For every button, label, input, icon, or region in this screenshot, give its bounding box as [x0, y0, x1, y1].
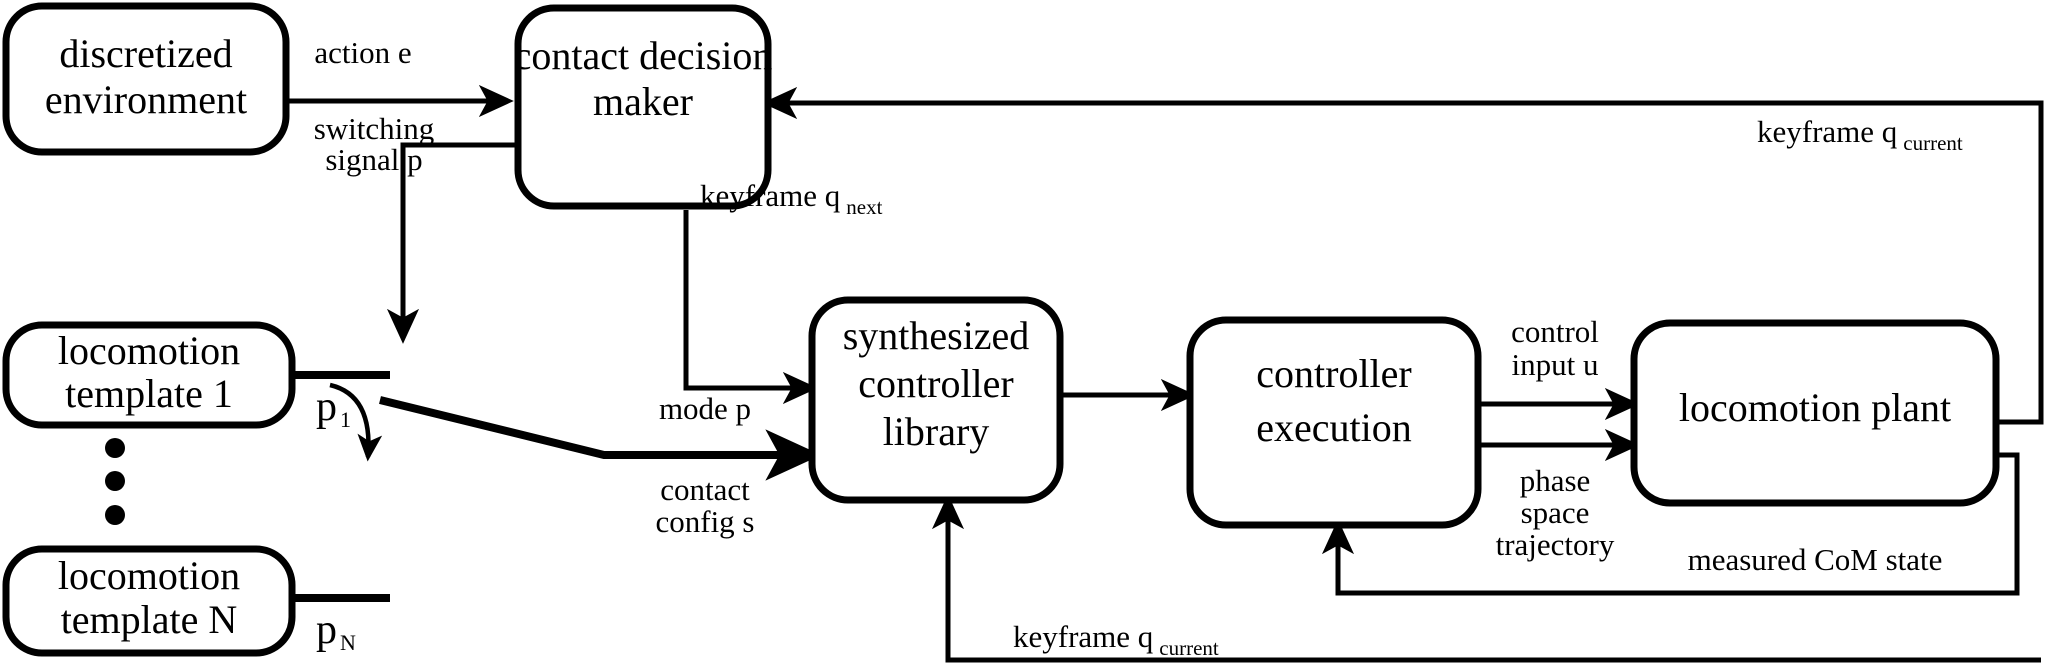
svg-text:pN: pN — [316, 607, 356, 655]
edge-label-switching-signal-line1: switching — [314, 111, 435, 146]
node-controller-execution-label-line2: execution — [1256, 405, 1412, 450]
svg-text:p1: p1 — [316, 384, 351, 432]
node-locomotion-template-1-box — [2, 321, 296, 429]
node-controller-execution-box — [1186, 316, 1482, 529]
node-synthesized-controller-library-label-line1: synthesized — [843, 313, 1030, 358]
node-contact-decision-maker-label-line1: contact decision — [514, 33, 773, 78]
node-contact-decision-maker[interactable]: contact decision maker — [514, 4, 773, 210]
keyframe-q-current-top-main: keyframe q — [1757, 114, 1897, 149]
keyframe-q-current-top-sub: current — [1903, 131, 1963, 155]
node-locomotion-template-n-label-line1: locomotion — [58, 553, 240, 598]
edge-keyframe-q-next — [683, 210, 818, 405]
node-locomotion-plant[interactable]: locomotion plant — [1630, 319, 2000, 507]
edge-keyframe-q-current-top — [762, 86, 2044, 425]
edge-switching-signal — [386, 142, 518, 344]
keyframe-q-next-main: keyframe q — [700, 178, 840, 213]
keyframe-q-current-bottom-sub: current — [1159, 636, 1219, 660]
edge-label-control-input-line1: control — [1511, 314, 1599, 349]
node-locomotion-template-n-label-line2: template N — [61, 597, 238, 642]
node-discretized-environment-label-line1: discretized — [59, 31, 232, 76]
node-locomotion-template-1-label-line1: locomotion — [58, 328, 240, 373]
switch-curve-arrow-icon — [329, 382, 383, 462]
keyframe-q-next-sub: next — [846, 195, 882, 219]
edge-label-switching-signal-line2: signal p — [325, 142, 422, 177]
edge-label-action-e: action e — [314, 35, 411, 70]
node-discretized-environment[interactable]: discretized environment — [2, 2, 290, 156]
node-synthesized-controller-library-label-line3: library — [883, 409, 990, 454]
ellipsis-dot — [105, 505, 125, 525]
edge-keyframe-q-current-bottom — [931, 494, 2041, 663]
keyframe-q-current-bottom-main: keyframe q — [1013, 619, 1153, 654]
ellipsis-dot — [105, 471, 125, 491]
node-controller-execution-label-line1: controller — [1256, 351, 1412, 396]
node-synthesized-controller-library[interactable]: synthesized controller library — [808, 296, 1064, 504]
node-synthesized-controller-library-label-line2: controller — [858, 361, 1014, 406]
edge-label-contact-config-line1: contact — [660, 472, 750, 507]
node-contact-decision-maker-label-line2: maker — [593, 79, 693, 124]
edge-mode-p-contact-config — [379, 396, 822, 481]
node-synthesized-controller-library-box — [808, 296, 1064, 504]
edge-measured-com-state — [1321, 452, 2020, 596]
node-discretized-environment-box — [2, 2, 290, 156]
node-locomotion-plant-label: locomotion plant — [1679, 385, 1951, 430]
port-p1-sub: 1 — [340, 407, 351, 432]
port-p1-main: p — [316, 384, 337, 430]
node-discretized-environment-label-line2: environment — [45, 77, 247, 122]
port-pn-sub: N — [340, 630, 356, 655]
node-locomotion-template-n[interactable]: locomotion template N — [2, 545, 296, 657]
edge-label-phase-space-line1: phase — [1520, 463, 1591, 498]
edge-label-phase-space-line3: trajectory — [1496, 527, 1615, 562]
node-locomotion-template-1-label-line2: template 1 — [65, 371, 233, 416]
edge-label-mode-p: mode p — [659, 391, 751, 426]
edge-label-control-input-line2: input u — [1512, 347, 1599, 382]
ellipsis-dot — [105, 438, 125, 458]
port-pn-main: p — [316, 607, 337, 653]
node-contact-decision-maker-box — [514, 4, 772, 210]
node-locomotion-plant-box — [1630, 319, 2000, 507]
edge-label-phase-space-line2: space — [1521, 495, 1590, 530]
node-controller-execution[interactable]: controller execution — [1186, 316, 1482, 529]
node-locomotion-template-1[interactable]: locomotion template 1 — [2, 321, 296, 429]
vertical-ellipsis-dots — [105, 438, 125, 525]
edge-label-measured-com-state: measured CoM state — [1688, 542, 1943, 577]
node-locomotion-template-n-box — [2, 545, 296, 657]
edge-label-contact-config-line2: config s — [655, 504, 754, 539]
